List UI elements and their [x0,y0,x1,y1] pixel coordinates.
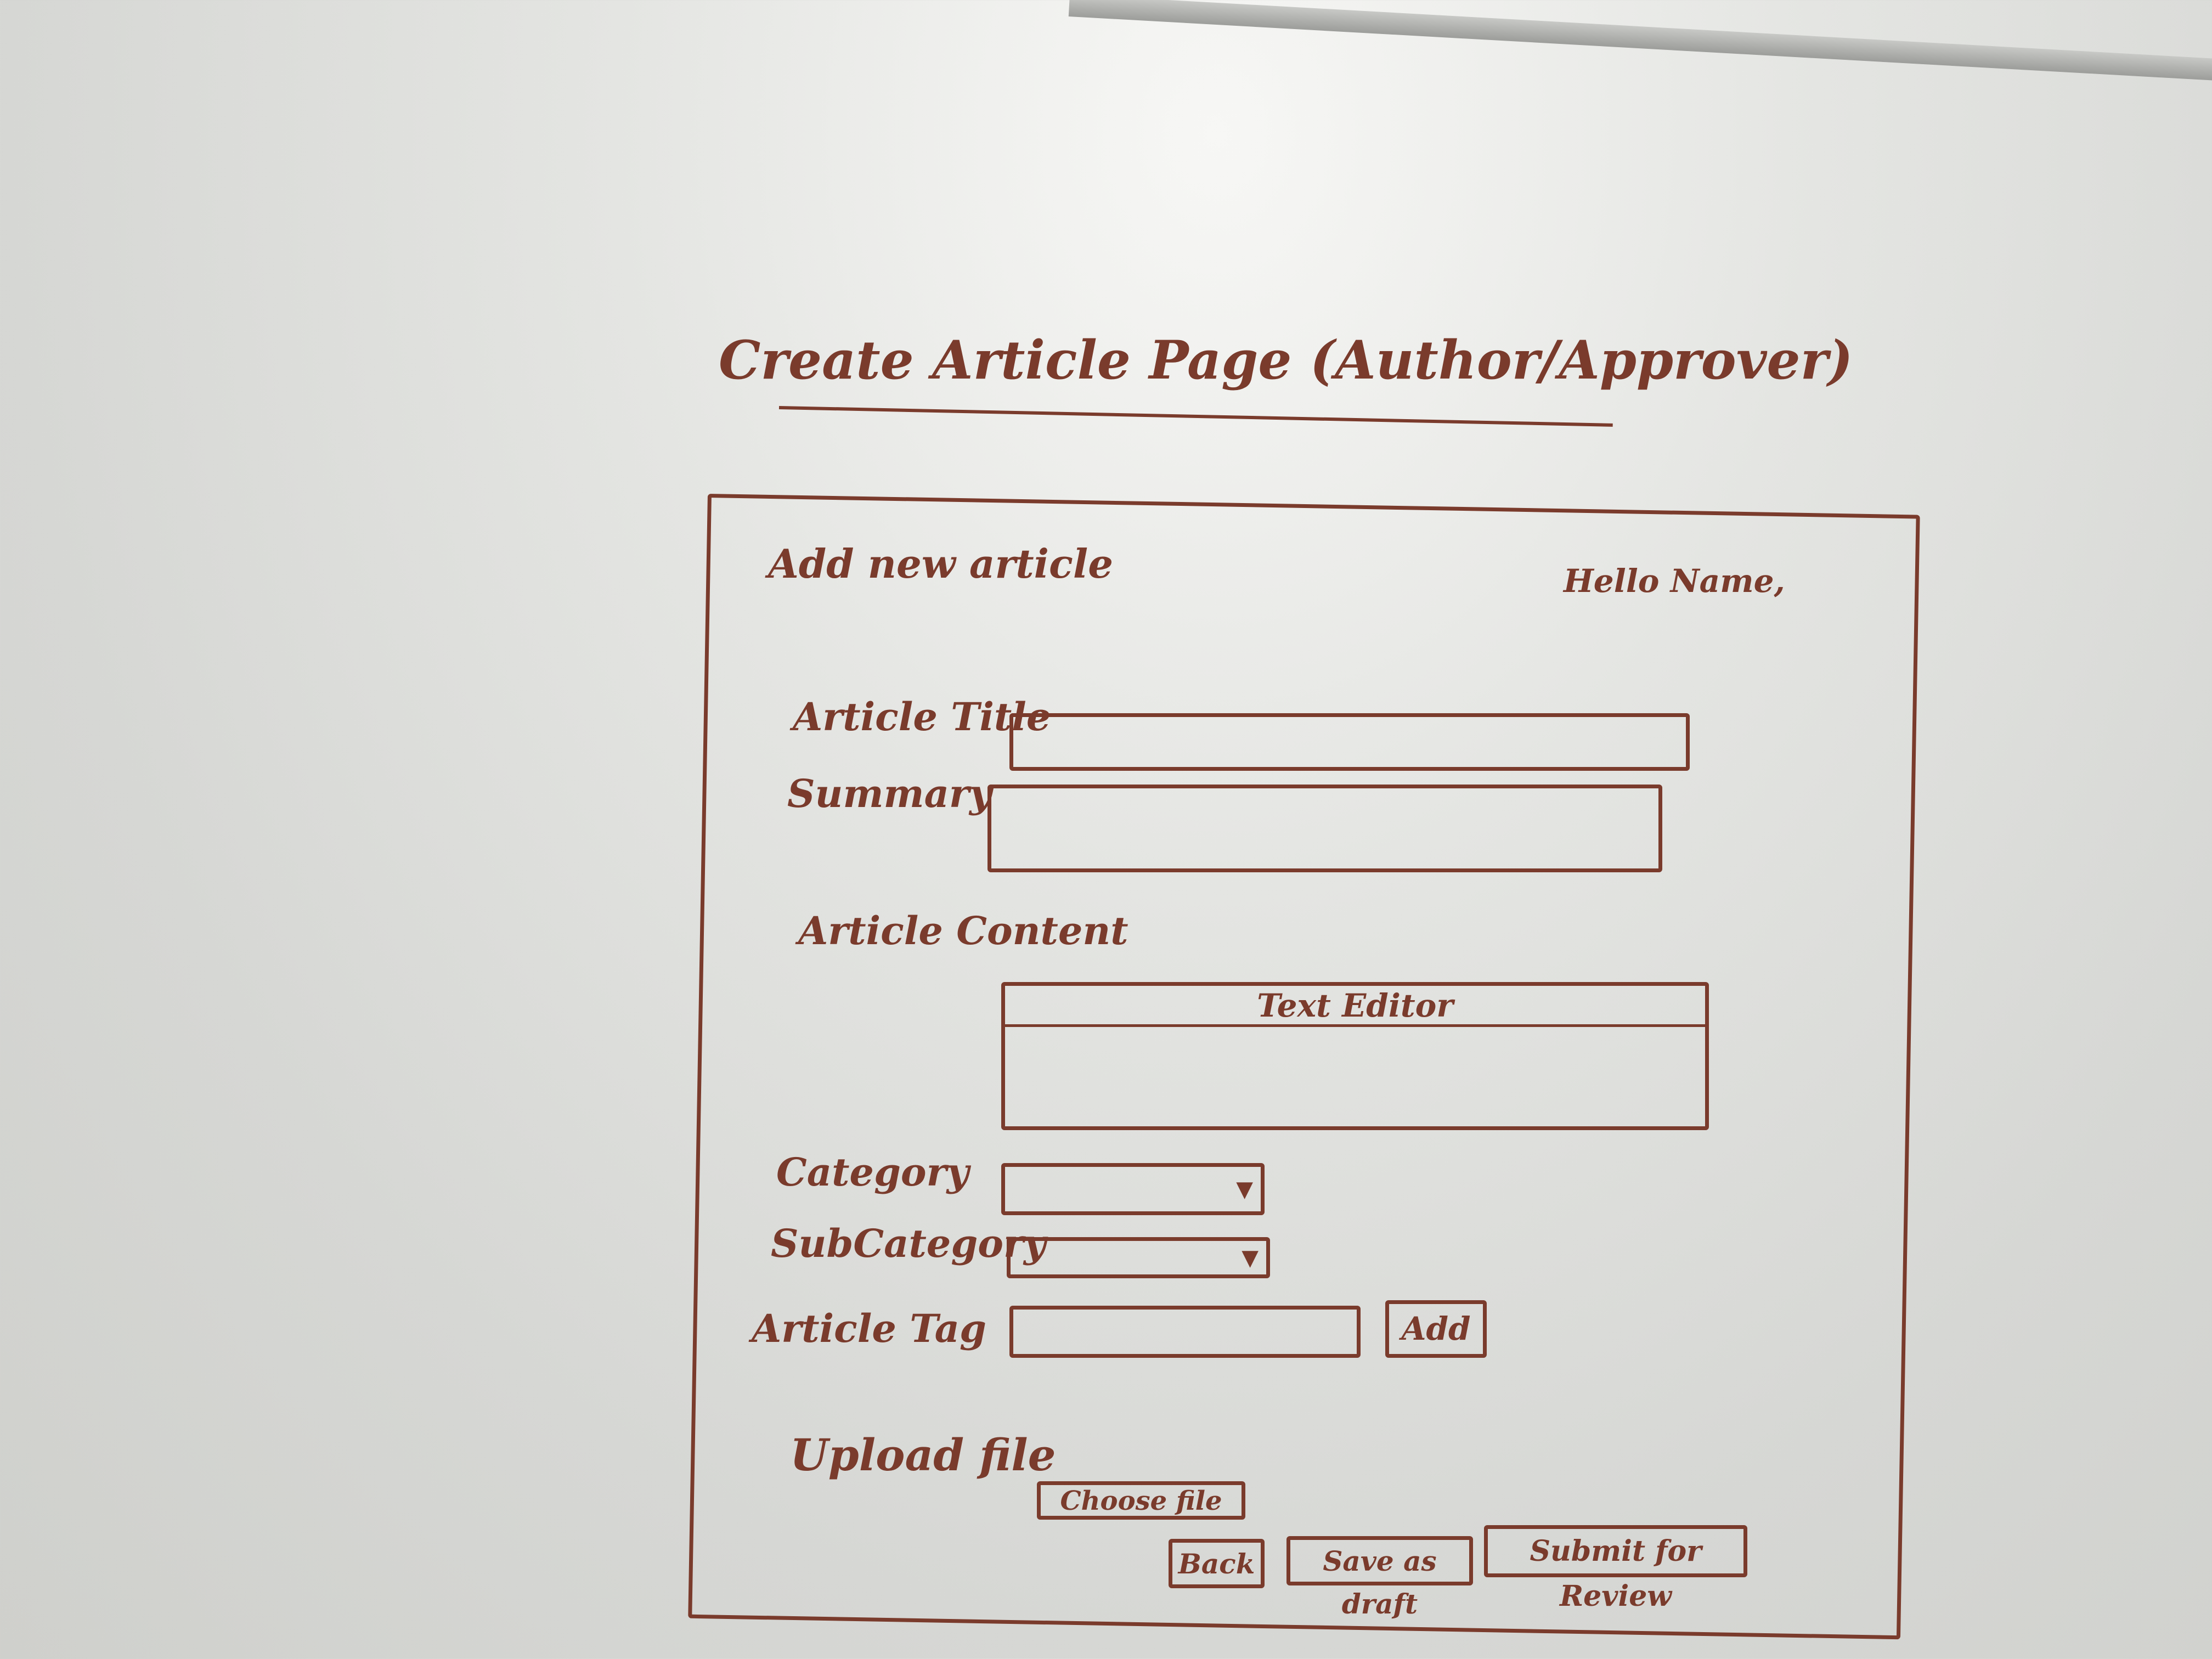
article-content-label: Article Content [798,908,1128,953]
chevron-down-icon: ▼ [1236,1176,1253,1202]
article-title-input[interactable] [1009,713,1690,771]
subcategory-label: SubCategory [771,1221,1046,1266]
add-tag-button[interactable]: Add [1385,1300,1487,1358]
text-editor-toolbar-divider [1005,1024,1705,1027]
title-underline [778,406,1613,427]
user-greeting: Hello Name, [1564,562,1785,600]
submit-review-button[interactable]: Submit for Review [1484,1525,1747,1613]
form-heading: Add new article [768,540,1114,587]
category-label: Category [776,1149,969,1195]
chevron-down-icon: ▼ [1242,1245,1259,1271]
article-tag-input[interactable] [1009,1306,1361,1358]
article-title-label: Article Title [793,694,1051,740]
subcategory-select[interactable]: ▼ [1007,1237,1270,1278]
article-tag-label: Article Tag [752,1306,986,1351]
save-draft-button[interactable]: Save as draft [1286,1536,1473,1620]
back-button[interactable]: Back [1169,1539,1265,1588]
summary-label: Summary [787,771,992,816]
choose-file-button[interactable]: Choose file [1037,1481,1245,1520]
upload-file-label: Upload file [790,1429,1056,1481]
page-title-text: Create Article Page [719,329,1292,391]
role-note: (Author/Approver) [1310,329,1853,391]
category-select[interactable]: ▼ [1001,1163,1265,1215]
page-title: Create Article Page (Author/Approver) [719,329,1853,391]
whiteboard-frame [1068,0,2212,84]
summary-input[interactable] [988,785,1662,872]
text-editor-toolbar-label: Text Editor [1257,987,1453,1024]
text-editor[interactable]: Text Editor [1001,982,1709,1130]
